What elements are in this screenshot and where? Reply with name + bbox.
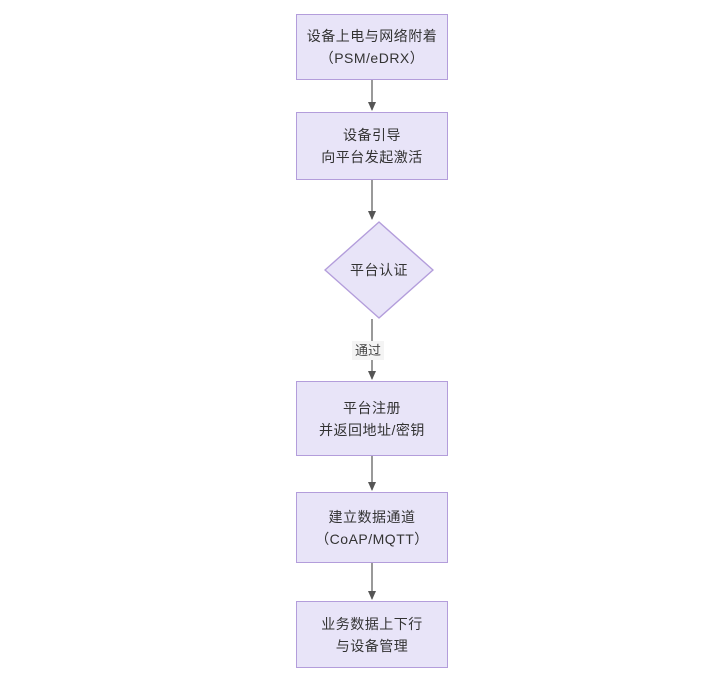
node-data-channel-setup: 建立数据通道 （CoAP/MQTT） xyxy=(296,492,448,563)
diamond-shape-icon xyxy=(324,221,434,319)
node-label-line: （CoAP/MQTT） xyxy=(315,530,429,547)
node-label-line: （PSM/eDRX） xyxy=(319,50,425,66)
node-device-power-on: 设备上电与网络附着 （PSM/eDRX） xyxy=(296,14,448,80)
node-label-line: 平台注册 xyxy=(343,399,401,416)
node-platform-registration: 平台注册 并返回地址/密钥 xyxy=(296,381,448,456)
node-label-line: 设备上电与网络附着 xyxy=(306,28,438,44)
node-label-line: 向平台发起激活 xyxy=(321,149,423,165)
edge-label-pass: 通过 xyxy=(352,341,385,360)
node-label-line: 业务数据上下行 xyxy=(321,615,423,632)
node-label-line: 平台认证 xyxy=(350,262,408,278)
node-label-line: 与设备管理 xyxy=(335,637,409,654)
node-platform-authentication: 平台认证 xyxy=(324,221,434,319)
node-label-line: 并返回地址/密钥 xyxy=(319,421,425,438)
node-business-data-and-device-management: 业务数据上下行 与设备管理 xyxy=(296,601,448,668)
node-device-bootstrap: 设备引导 向平台发起激活 xyxy=(296,112,448,180)
node-label-line: 设备引导 xyxy=(343,127,401,143)
node-label-line: 建立数据通道 xyxy=(328,508,416,525)
